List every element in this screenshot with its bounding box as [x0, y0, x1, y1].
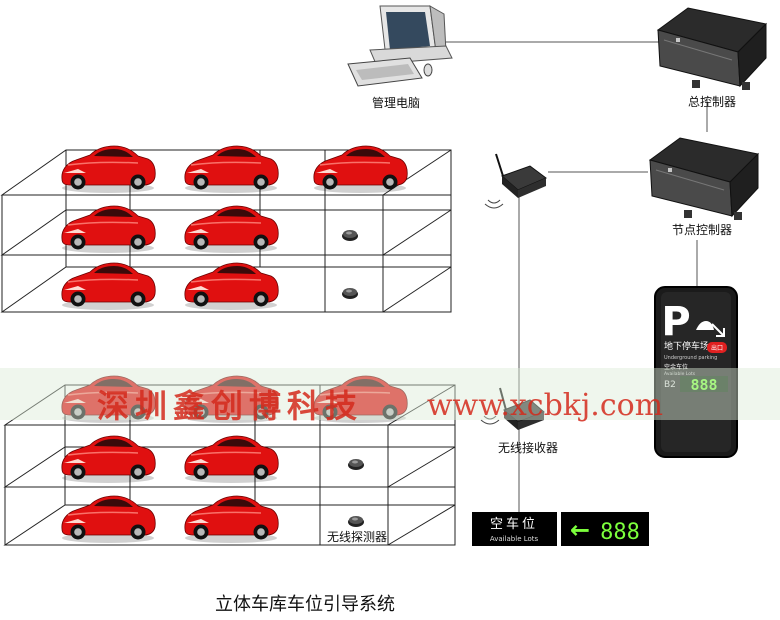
car: [184, 205, 279, 254]
node-controller-label: 节点控制器: [672, 223, 732, 237]
board-title-cn: 空车位: [490, 516, 538, 532]
car: [61, 262, 156, 311]
car: [184, 495, 279, 544]
detector-label: 无线探测器: [327, 530, 387, 544]
watermark-url: www.xcbkj.com: [427, 388, 663, 423]
wireless-receiver-icon: [480, 387, 545, 430]
panel-title-en: Underground parking: [664, 355, 717, 361]
master-controller-label: 总控制器: [688, 95, 736, 109]
wireless-sensor: [348, 459, 364, 470]
car: [184, 145, 279, 194]
receiver-label: 无线接收器: [498, 440, 558, 455]
car: [184, 262, 279, 311]
wireless-sensor: [342, 288, 358, 299]
panel-badge: 出口: [711, 344, 723, 352]
master-controller-icon: [656, 7, 768, 90]
panel-p-letter: P: [661, 299, 690, 345]
cars-upper: [61, 145, 408, 311]
node-controller-icon: [648, 137, 760, 220]
diagram-caption: 立体车库车位引导系统: [215, 594, 395, 615]
garage-rack-lower: [3, 384, 456, 546]
panel-spaces-en: Available Lots: [664, 371, 696, 377]
arrow-down-right-icon: [711, 323, 725, 337]
connection-lines: [445, 41, 708, 515]
car: [61, 205, 156, 254]
guidance-panel: P 地下停车场 Underground parking 出口 空余车位 Avai…: [654, 286, 738, 458]
wireless-router-icon: [484, 153, 547, 209]
computer-label: 管理电脑: [372, 95, 420, 110]
car: [184, 435, 279, 484]
car: [313, 145, 408, 194]
car-icon: [696, 321, 714, 330]
watermark-company: 深圳鑫创博科技: [97, 387, 363, 425]
board-title-en: Available Lots: [490, 535, 539, 543]
computer-icon: [347, 5, 453, 87]
wireless-sensor: [348, 516, 364, 527]
watermark-band: [0, 368, 780, 420]
panel-title-cn: 地下停车场: [664, 340, 709, 352]
car: [61, 495, 156, 544]
panel-spaces-cn: 空余车位: [664, 363, 688, 371]
board-count: 888: [600, 520, 640, 545]
panel-level: B2: [664, 380, 676, 390]
car: [61, 435, 156, 484]
wireless-sensor: [342, 230, 358, 241]
display-board: 空车位 Available Lots ← 888: [472, 512, 649, 546]
panel-digits: 888: [690, 376, 717, 394]
car: [61, 145, 156, 194]
board-arrow: ←: [570, 516, 590, 544]
